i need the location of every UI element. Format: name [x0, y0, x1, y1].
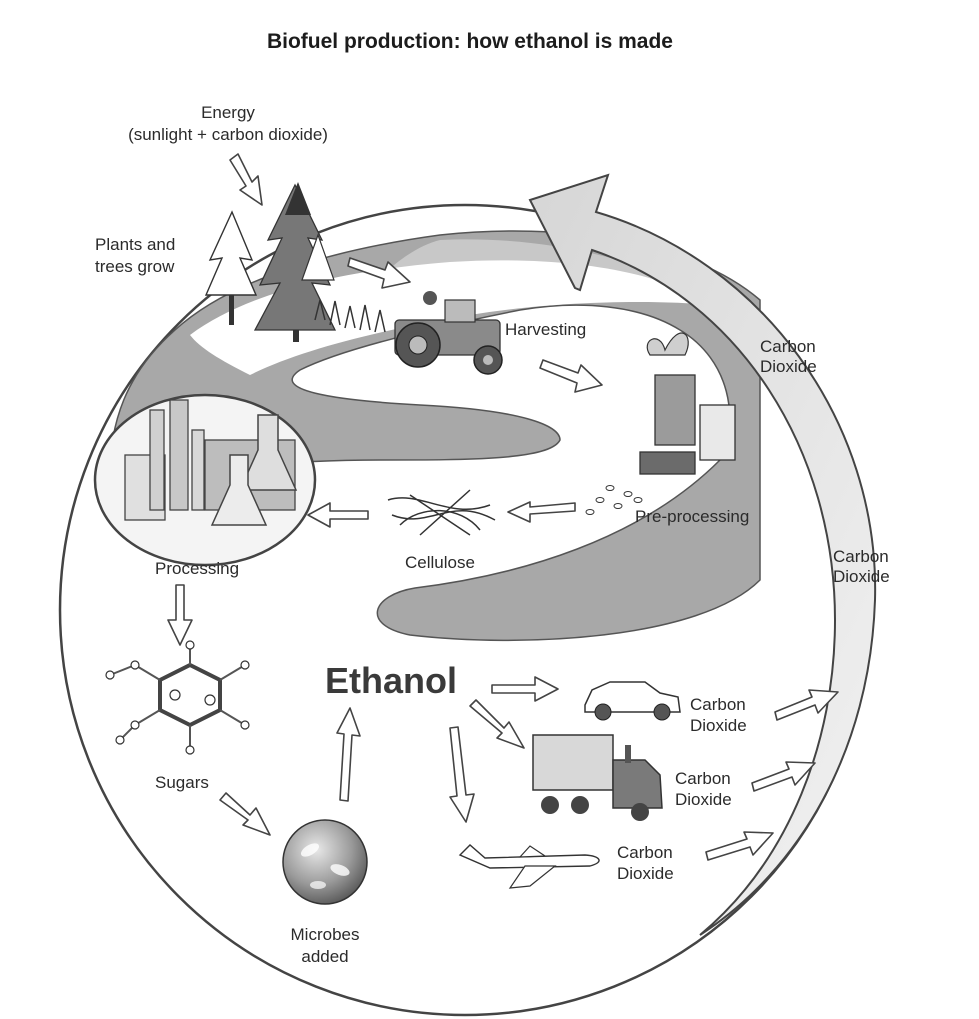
co2-truck-sublabel: Dioxide — [675, 790, 732, 809]
harvest-tractor-illustration — [314, 291, 503, 375]
energy-sublabel: (sunlight + carbon dioxide) — [128, 125, 328, 144]
energy-label: Energy — [201, 103, 255, 122]
microbes-sublabel: added — [301, 947, 348, 966]
plants-sublabel: trees grow — [95, 257, 175, 276]
ethanol-label: Ethanol — [325, 660, 457, 701]
co2-outer-mid-label: Carbon — [833, 547, 889, 566]
microbes-illustration — [282, 819, 368, 905]
harvesting-label: Harvesting — [505, 320, 586, 339]
car-illustration — [584, 681, 681, 721]
co2-plane-label: Carbon — [617, 843, 673, 862]
airplane-illustration — [458, 844, 600, 889]
co2-truck-label: Carbon — [675, 769, 731, 788]
co2-car-label: Carbon — [690, 695, 746, 714]
microbes-label: Microbes — [291, 925, 360, 944]
sugar-molecule-illustration — [105, 640, 250, 755]
co2-outer-top-label: Carbon — [760, 337, 816, 356]
flow-arrows — [167, 153, 839, 861]
co2-plane-sublabel: Dioxide — [617, 864, 674, 883]
diagram-title: Biofuel production: how ethanol is made — [267, 30, 673, 53]
truck-illustration — [532, 734, 663, 821]
preprocessing-machine-illustration — [585, 332, 736, 515]
plants-label: Plants and — [95, 235, 175, 254]
trees-illustration — [204, 182, 337, 342]
co2-outer-top-sublabel: Dioxide — [760, 357, 817, 376]
cellulose-fibers-illustration — [387, 489, 496, 536]
preprocessing-label: Pre-processing — [635, 507, 749, 526]
processing-label: Processing — [155, 559, 239, 578]
cellulose-label: Cellulose — [405, 553, 475, 572]
processing-lab-illustration — [93, 393, 317, 567]
co2-outer-mid-sublabel: Dioxide — [833, 567, 890, 586]
carbon-return-arrow — [528, 173, 877, 936]
co2-car-sublabel: Dioxide — [690, 716, 747, 735]
sugars-label: Sugars — [155, 773, 209, 792]
